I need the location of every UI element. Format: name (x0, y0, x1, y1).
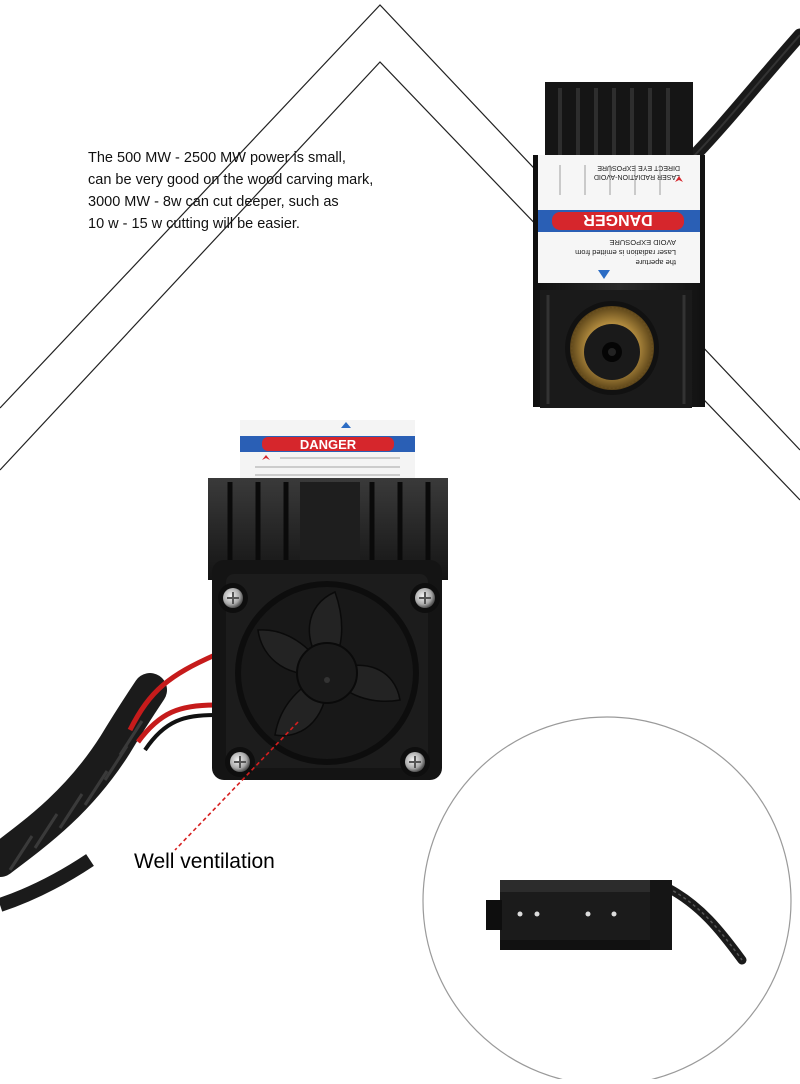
side-view-inset (422, 716, 792, 1084)
description-line-1: The 500 MW - 2500 MW power is small, (88, 150, 346, 166)
screw-icons (218, 583, 440, 777)
warning-label-top: DANGER the aperture Laser radiation is e… (538, 155, 700, 283)
laser-module-fan: DANGER (0, 420, 448, 912)
danger-text-main: DANGER (300, 437, 357, 452)
label-line-avoid-exposure: AVOID EXPOSURE (609, 238, 676, 247)
description-line-2: can be very good on the wood carving mar… (88, 172, 374, 188)
pointer-line (174, 721, 299, 851)
arrow-icon (598, 270, 610, 279)
label-line-radiation: LASER RADIATION-AVOID (594, 173, 680, 180)
power-description: The 500 MW - 2500 MW power is small, can… (88, 147, 408, 235)
danger-text-top: DANGER (583, 211, 653, 228)
description-line-3: 3000 MW - 8w can cut deeper, such as (88, 194, 339, 210)
label-line-emitted: Laser radiation is emitted from (575, 248, 676, 257)
laser-module-top: DANGER the aperture Laser radiation is e… (533, 28, 800, 408)
description-line-4: 10 w - 15 w cutting will be easier. (88, 216, 300, 232)
label-line-aperture: the aperture (636, 258, 676, 267)
ventilation-caption: Well ventilation (134, 850, 275, 873)
label-line-direct-eye: DIRECT EYE EXPOSURE (597, 164, 680, 171)
